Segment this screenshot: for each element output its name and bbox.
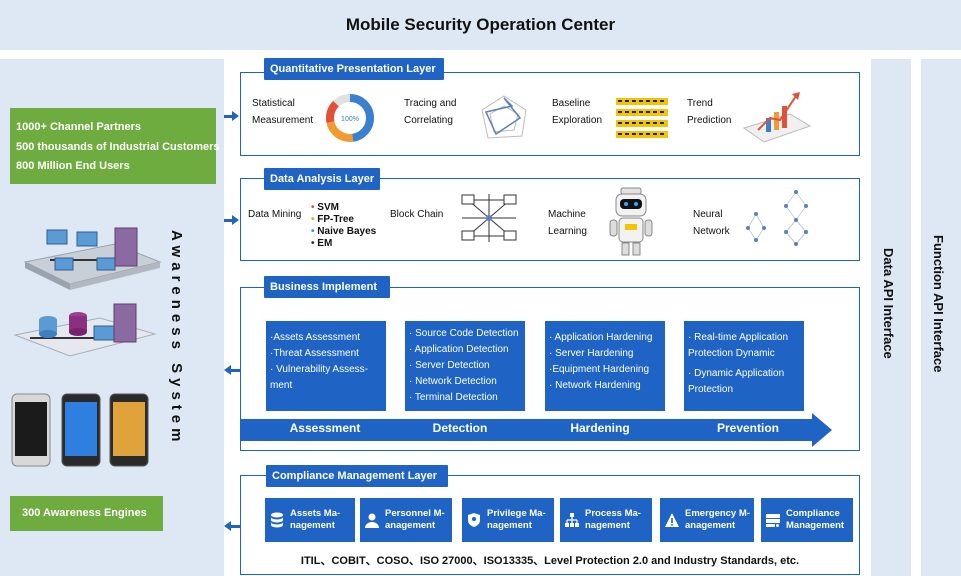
personnel-management-card: Personnel M-anagement: [360, 498, 452, 542]
title-bar: Mobile Security Operation Center: [0, 0, 961, 50]
neural-network-label: Neural Network: [693, 209, 730, 237]
caution-tape-icon: [616, 98, 668, 138]
shield-icon: [468, 513, 480, 527]
arrow-from-business-layer: [224, 365, 231, 375]
warning-icon: [665, 513, 679, 527]
block-chain-label: Block Chain: [390, 209, 444, 220]
statistical-measurement-label: Statistical Measurement: [252, 98, 314, 126]
stage-assessment: Assessment: [289, 421, 361, 435]
mining-item-em: • EM: [311, 238, 333, 249]
data-analysis-layer-box: [240, 178, 860, 261]
trend-prediction-label: Trend Prediction: [687, 98, 732, 126]
arrow-shaft-quant: [224, 115, 232, 118]
robot-icon: [609, 187, 653, 256]
tracing-correlating-label: Tracing and Correlating: [404, 98, 457, 126]
emergency-management-card: Emergency M-anagement: [660, 498, 754, 542]
quantitative-layer-box: [240, 72, 860, 156]
arrow-shaft-business: [231, 369, 240, 372]
data-mining-list: • SVM • FP-Tree • Naive Bayes • EM: [311, 202, 376, 250]
machine-learning-label: Machine Learning: [548, 209, 587, 237]
business-layer-header: Business Implement: [264, 276, 390, 298]
database-icon: [271, 512, 283, 528]
compliance-layer-header: Compliance Management Layer: [266, 465, 448, 487]
function-api-panel: [921, 59, 961, 576]
mining-item-naive-bayes: • Naive Bayes: [311, 226, 377, 237]
assets-management-card: Assets Ma-nagement: [265, 498, 355, 542]
data-mining-label: Data Mining: [248, 209, 302, 220]
stat-channel-partners: 1000+ Channel Partners: [16, 121, 142, 133]
page-title: Mobile Security Operation Center: [345, 15, 616, 34]
hierarchy-icon: [565, 513, 579, 527]
prevention-card: · Real-time Application Protection Dynam…: [684, 321, 804, 411]
assessment-card: ·Assets Assessment ·Threat Assessment · …: [266, 321, 386, 411]
network-computers-illustration: [23, 227, 162, 290]
privilege-management-card: Privilege Ma-nagement: [462, 498, 554, 542]
trend-chart-icon: [742, 92, 812, 143]
awareness-engines-box: 300 Awareness Engines: [10, 496, 163, 531]
standards-line: ITIL、COBIT、COSO、ISO 27000、ISO13335、Level…: [300, 555, 800, 567]
stats-box: 1000+ Channel Partners 500 thousands of …: [10, 108, 220, 184]
hardening-card: · Application Hardening · Server Hardeni…: [545, 321, 665, 411]
stat-industrial-customers: 500 thousands of Industrial Customers: [16, 140, 220, 153]
data-analysis-layer-header: Data Analysis Layer: [264, 168, 380, 190]
stage-hardening: Hardening: [570, 421, 630, 435]
mining-item-svm: • SVM: [311, 202, 339, 213]
mining-item-fptree: • FP-Tree: [311, 214, 354, 225]
arrow-shaft-analysis: [224, 219, 232, 222]
neural-network-icon: [746, 190, 808, 246]
quantitative-layer-header: Quantitative Presentation Layer: [264, 58, 444, 80]
awareness-system-label: Awareness System: [168, 230, 185, 447]
arrow-shaft-compliance: [231, 525, 240, 528]
stage-arrow: [240, 413, 832, 447]
stat-end-users: 800 Million End Users: [16, 160, 130, 172]
data-api-panel: [871, 59, 911, 576]
data-api-label: Data API Interface: [881, 248, 896, 359]
server-icon: [766, 514, 780, 527]
arrow-to-analysis-layer: [232, 215, 239, 225]
function-api-label: Function API Interface: [931, 235, 946, 373]
block-chain-network-icon: [461, 194, 517, 242]
process-management-card: Process Ma-nagement: [560, 498, 652, 542]
radar-chart-icon: [481, 95, 527, 139]
network-database-illustration: [13, 303, 157, 357]
donut-chart-icon: 100%: [326, 94, 374, 142]
arrow-from-compliance-layer: [224, 521, 231, 531]
stage-prevention: Prevention: [716, 421, 779, 435]
arrow-to-quant-layer: [232, 111, 239, 121]
detection-card: · Source Code Detection · Application De…: [405, 321, 525, 411]
baseline-exploration-label: Baseline Exploration: [552, 98, 603, 126]
donut-percent-label: 100%: [341, 116, 359, 123]
person-icon: [365, 513, 379, 528]
stage-detection: Detection: [432, 421, 488, 435]
mobile-phones-illustration: [11, 393, 149, 467]
